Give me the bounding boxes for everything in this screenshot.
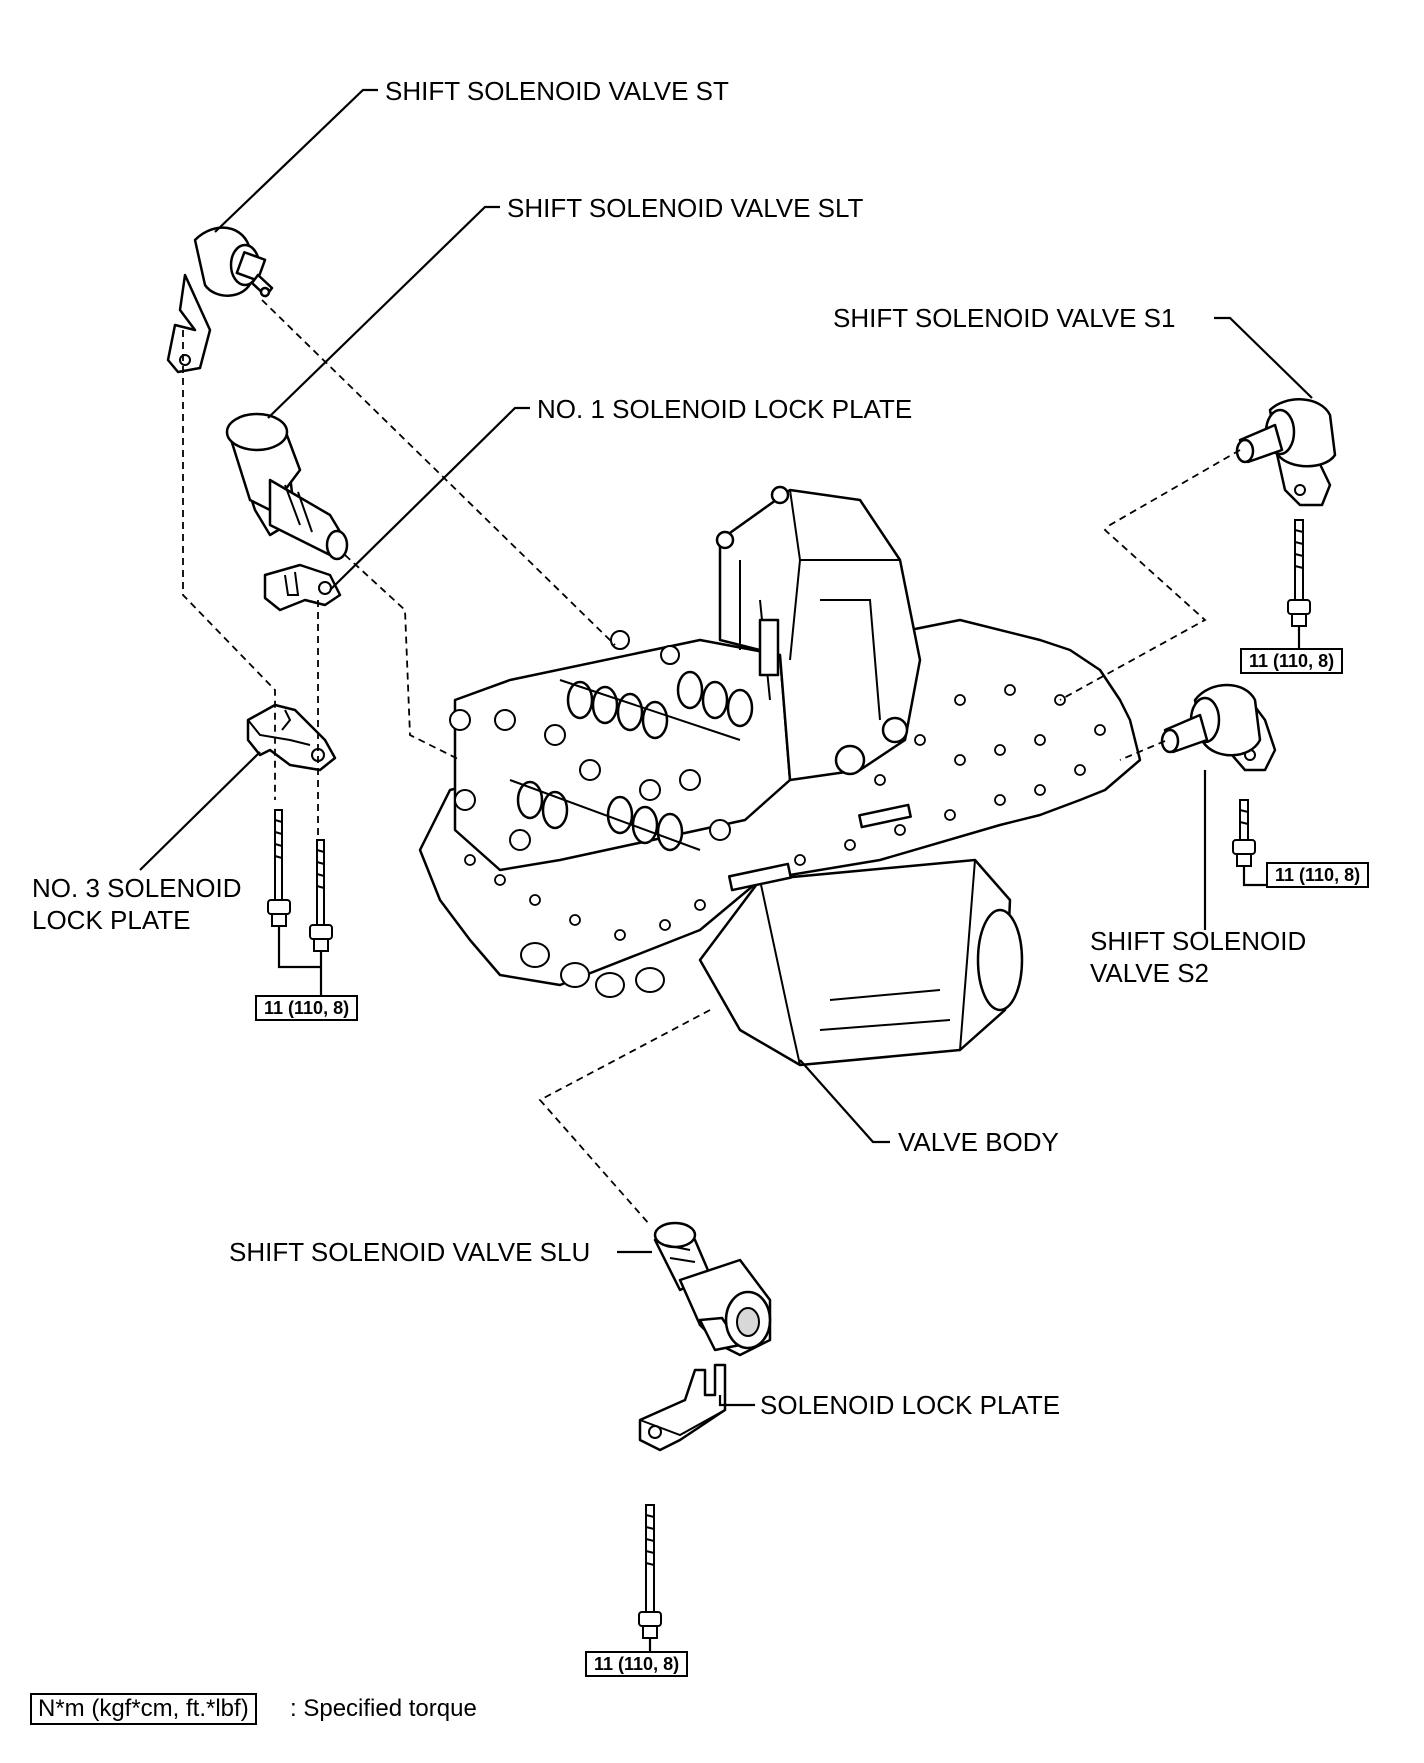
torque-spec-s2: 11 (110, 8): [1266, 862, 1370, 888]
bolt-s2: [1232, 799, 1256, 867]
solenoid-valve-s2: [1160, 683, 1277, 772]
label-valve-s2-line2: VALVE S2: [1090, 958, 1209, 988]
lock-plate-bottom: [638, 1363, 727, 1452]
label-lock-plate-no1: NO. 1 SOLENOID LOCK PLATE: [537, 394, 913, 424]
valve-body: [418, 485, 1142, 1067]
solenoid-valve-slu: [653, 1221, 772, 1357]
label-lock-plate-no3-line2: LOCK PLATE: [32, 905, 191, 935]
label-valve-st: SHIFT SOLENOID VALVE ST: [385, 76, 729, 106]
bolts-no3: [267, 809, 333, 952]
solenoid-valve-slt: [225, 412, 349, 561]
label-valve-slt: SHIFT SOLENOID VALVE SLT: [507, 193, 864, 223]
bolt-s1: [1287, 519, 1311, 627]
assembly-lines: [182, 299, 1241, 1226]
torque-spec-no3: 11 (110, 8): [255, 995, 359, 1021]
label-valve-s1: SHIFT SOLENOID VALVE S1: [833, 303, 1176, 333]
label-valve-body: VALVE BODY: [898, 1127, 1059, 1157]
label-valve-slu: SHIFT SOLENOID VALVE SLU: [229, 1237, 591, 1267]
solenoid-valve-s1: [1235, 398, 1337, 507]
legend-torque-units: N*m (kgf*cm, ft.*lbf): [30, 1693, 257, 1725]
label-valve-s2-line1: SHIFT SOLENOID: [1090, 926, 1307, 956]
bolt-slu: [638, 1504, 662, 1639]
legend-description: : Specified torque: [290, 1695, 477, 1722]
lock-plate-no3: [246, 703, 337, 772]
torque-spec-s1: 11 (110, 8): [1240, 648, 1344, 674]
leader-lines: [139, 88, 1313, 1652]
lock-plate-no1: [263, 563, 342, 612]
label-lock-plate-no3-line1: NO. 3 SOLENOID: [32, 873, 242, 903]
solenoid-valve-st: [166, 226, 274, 374]
label-lock-plate-bottom: SOLENOID LOCK PLATE: [760, 1390, 1061, 1420]
torque-spec-slu: 11 (110, 8): [585, 1651, 689, 1677]
